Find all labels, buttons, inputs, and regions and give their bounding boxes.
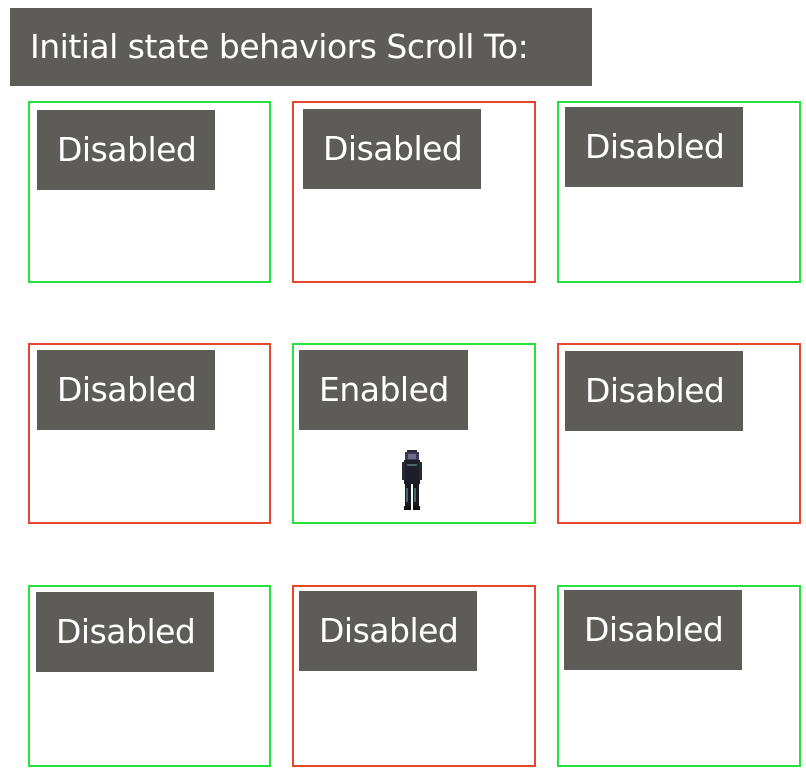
- cell-8-state-label: Disabled: [299, 591, 477, 671]
- cell-6-state-label: Disabled: [565, 351, 743, 431]
- cell-5-state-label: Enabled: [299, 350, 468, 430]
- cell-7-state-label: Disabled: [36, 592, 214, 672]
- cell-3-state-label: Disabled: [565, 107, 743, 187]
- player-character-icon: [402, 450, 422, 510]
- scroll-to-title: Initial state behaviors Scroll To:: [10, 8, 592, 86]
- cell-4-state-label: Disabled: [37, 350, 215, 430]
- cell-9-state-label: Disabled: [564, 590, 742, 670]
- cell-1-state-label: Disabled: [37, 110, 215, 190]
- cell-2-state-label: Disabled: [303, 109, 481, 189]
